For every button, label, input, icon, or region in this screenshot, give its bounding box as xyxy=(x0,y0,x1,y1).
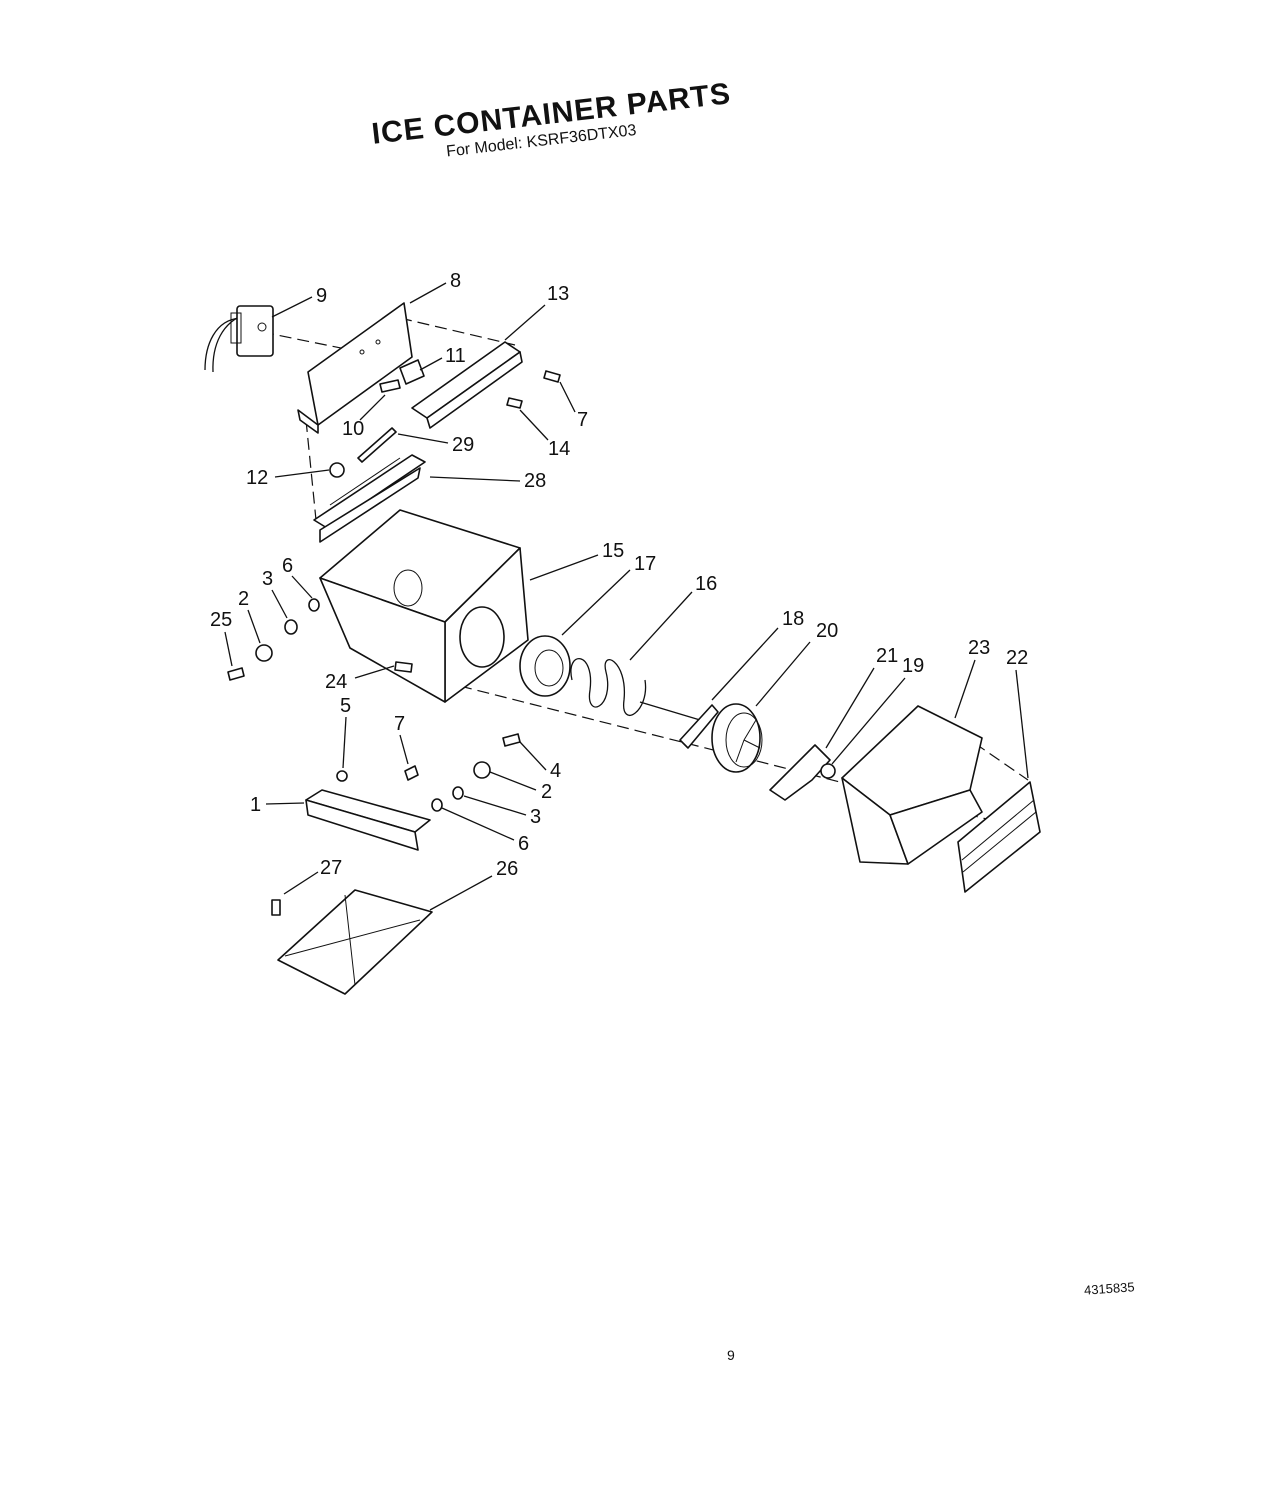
svg-text:12: 12 xyxy=(246,467,268,489)
part-23-bucket xyxy=(841,705,983,865)
part-8-plate xyxy=(297,302,413,434)
callout-15: 15 xyxy=(529,540,624,581)
callout-26: 26 xyxy=(429,858,518,911)
callout-25: 25 xyxy=(210,609,233,667)
callout-17: 17 xyxy=(561,553,656,636)
svg-text:23: 23 xyxy=(968,637,990,659)
part-12-knob xyxy=(329,462,345,478)
svg-text:4: 4 xyxy=(550,760,561,782)
callout-14: 14 xyxy=(519,409,570,460)
part-7-screw xyxy=(543,370,561,383)
svg-text:16: 16 xyxy=(695,573,717,595)
callout-6-left: 6 xyxy=(282,555,313,599)
callout-28: 28 xyxy=(429,470,546,492)
svg-text:8: 8 xyxy=(450,270,461,292)
svg-text:21: 21 xyxy=(876,645,898,667)
callout-6-right: 6 xyxy=(441,807,529,855)
callout-3-left: 3 xyxy=(262,568,288,619)
svg-text:25: 25 xyxy=(210,609,232,631)
callout-4: 4 xyxy=(519,741,561,782)
svg-text:13: 13 xyxy=(547,283,569,305)
part-20-wheel xyxy=(711,703,763,773)
part-1-rail xyxy=(305,789,431,851)
svg-text:28: 28 xyxy=(524,470,546,492)
part-11-clip xyxy=(399,359,425,385)
callout-3-right: 3 xyxy=(463,795,541,828)
part-10-screw xyxy=(379,379,401,393)
svg-text:1: 1 xyxy=(250,794,261,816)
part-13-bracket xyxy=(411,341,523,429)
svg-text:5: 5 xyxy=(340,695,351,717)
svg-text:3: 3 xyxy=(530,806,541,828)
svg-text:27: 27 xyxy=(320,857,342,879)
callout-1: 1 xyxy=(250,794,305,816)
part-24-screw xyxy=(394,661,413,673)
svg-text:7: 7 xyxy=(394,713,405,735)
svg-text:20: 20 xyxy=(816,620,838,642)
callout-12: 12 xyxy=(246,467,330,489)
svg-text:2: 2 xyxy=(541,781,552,803)
part-14-screw xyxy=(506,397,523,409)
part-16-spring xyxy=(570,657,647,716)
svg-text:9: 9 xyxy=(316,285,327,307)
svg-text:29: 29 xyxy=(452,434,474,456)
svg-text:14: 14 xyxy=(548,438,570,460)
svg-text:17: 17 xyxy=(634,553,656,575)
left-fasteners xyxy=(227,598,320,681)
callout-23: 23 xyxy=(954,637,990,719)
callout-20: 20 xyxy=(755,620,838,707)
callout-11: 11 xyxy=(419,345,466,371)
callout-5: 5 xyxy=(340,695,351,769)
callout-2-right: 2 xyxy=(489,771,552,803)
svg-text:24: 24 xyxy=(325,671,347,693)
svg-text:19: 19 xyxy=(902,655,924,677)
part-27-screw xyxy=(271,899,281,916)
callout-7-lower: 7 xyxy=(394,713,409,765)
part-22-panel xyxy=(957,781,1041,893)
svg-text:6: 6 xyxy=(282,555,293,577)
callout-13: 13 xyxy=(504,283,569,341)
callout-19: 19 xyxy=(831,655,924,765)
part-17-bushing xyxy=(519,635,571,697)
svg-text:15: 15 xyxy=(602,540,624,562)
callout-9: 9 xyxy=(271,285,327,318)
callout-7-top: 7 xyxy=(559,381,588,431)
part-18-shaft xyxy=(639,701,719,749)
callout-2-left: 2 xyxy=(238,588,261,644)
part-9-switch xyxy=(204,305,274,373)
svg-text:2: 2 xyxy=(238,588,249,610)
callout-21: 21 xyxy=(825,645,898,749)
callout-29: 29 xyxy=(397,433,474,456)
callout-22: 22 xyxy=(1006,647,1029,779)
part-29-rod xyxy=(357,427,397,463)
svg-text:10: 10 xyxy=(342,418,364,440)
svg-text:7: 7 xyxy=(577,409,588,431)
callout-16: 16 xyxy=(629,573,717,661)
part-7-lower-screw xyxy=(404,765,419,781)
page-number: 9 xyxy=(727,1347,735,1363)
callout-10: 10 xyxy=(342,394,386,440)
svg-text:3: 3 xyxy=(262,568,273,590)
callout-18: 18 xyxy=(711,608,804,701)
callout-24: 24 xyxy=(325,665,395,693)
svg-text:22: 22 xyxy=(1006,647,1028,669)
part-19-nut xyxy=(820,763,836,779)
callout-27: 27 xyxy=(283,857,342,895)
svg-text:11: 11 xyxy=(445,345,466,367)
part-5-screw xyxy=(336,770,348,782)
right-fasteners xyxy=(431,733,521,812)
part-28-rail xyxy=(313,454,426,543)
part-26-tray xyxy=(277,889,433,995)
svg-text:6: 6 xyxy=(518,833,529,855)
svg-text:18: 18 xyxy=(782,608,804,630)
callout-8: 8 xyxy=(409,270,461,304)
part-15-housing xyxy=(319,509,529,703)
svg-text:26: 26 xyxy=(496,858,518,880)
